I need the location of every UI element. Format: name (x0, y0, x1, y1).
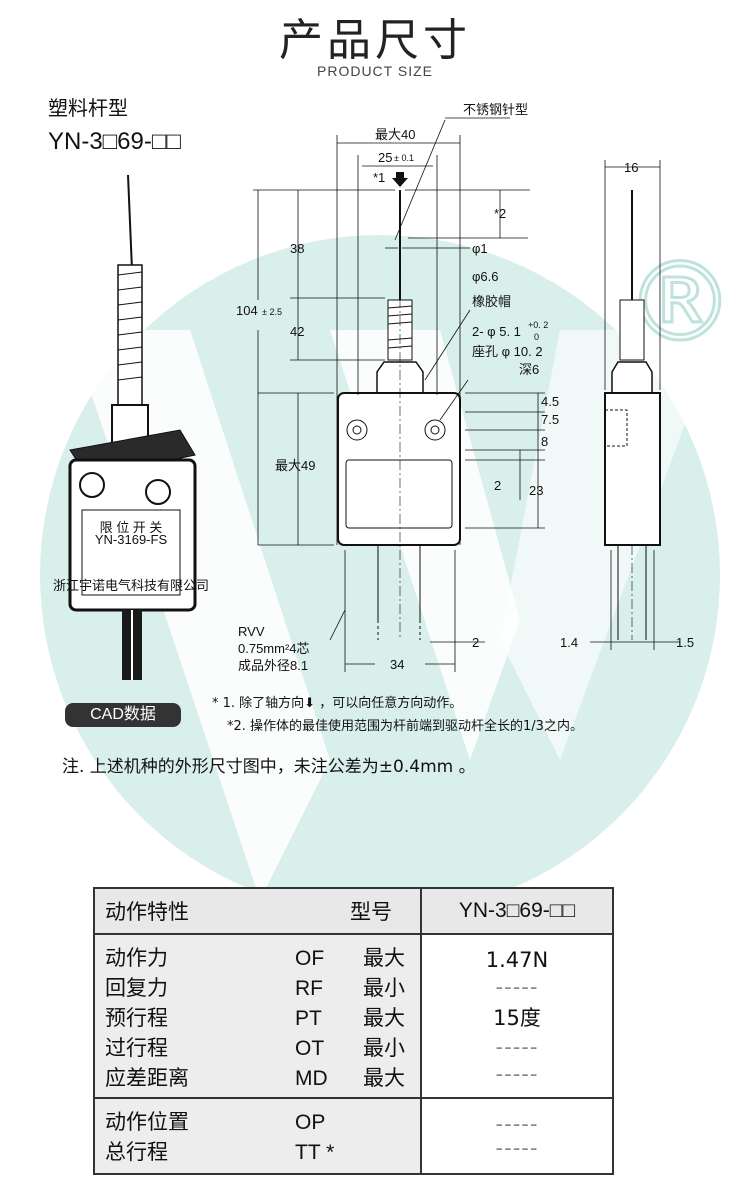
header-model: YN-3□69-□□ (421, 888, 613, 935)
dim-holes-tol-up: +0. 2 (528, 320, 548, 330)
arrow-down-icon (392, 172, 408, 187)
row-name: 动作位置 (105, 1110, 189, 1134)
row-code: OP (295, 1111, 326, 1134)
row-limit: 最大 (363, 1006, 405, 1030)
dim-phi1: φ1 (472, 241, 488, 256)
dim-phi66: φ6.6 (472, 269, 499, 284)
row-code: RF (295, 977, 323, 1000)
dimension-drawing: 限 位 开 关 YN-3169-FS 浙江宇诺电气科技有限公司 (53, 102, 694, 680)
dim-16: 16 (624, 160, 638, 175)
dimension-lines (253, 117, 680, 672)
note-star2: *2 (494, 206, 506, 221)
dim-depth: 深6 (519, 362, 539, 377)
row-code: MD (295, 1067, 328, 1090)
dim-23: 23 (529, 483, 543, 498)
front-view (337, 190, 461, 640)
cable-type: RVV (238, 624, 265, 639)
characteristics-table: 动作特性 型号 YN-3□69-□□ 动作力 OF 最大 1.47N 回复力 RF 最小 --… (93, 887, 614, 1175)
row-value: ----- (421, 972, 613, 1002)
label-rubber-cap: 橡胶帽 (472, 294, 511, 309)
tolerance-note: 注. 上述机种的外形尺寸图中，未注公差为±0.4mm 。 (62, 757, 476, 777)
dim-holes: 2- φ 5. 1 (472, 324, 521, 339)
row-value: 15度 (421, 1002, 613, 1032)
row-value: ----- (421, 1032, 613, 1062)
product-illustration: 限 位 开 关 YN-3169-FS 浙江宇诺电气科技有限公司 (53, 174, 209, 680)
dim-42: 42 (290, 324, 304, 339)
dim-pin-type: 不锈钢针型 (463, 102, 528, 117)
dim-34: 34 (390, 657, 404, 672)
dim-1-5: 1.5 (676, 635, 694, 650)
row-value: ----- (421, 1062, 613, 1098)
row-name: 动作力 (105, 946, 168, 970)
row-code: TT * (295, 1141, 335, 1164)
dim-max40: 最大40 (375, 127, 415, 142)
row-name: 总行程 (105, 1140, 168, 1164)
row-name: 应差距离 (105, 1066, 189, 1090)
label-switch-name: 限 位 开 关 (100, 520, 163, 535)
dim-104-tol: ± 2.5 (262, 307, 282, 317)
cable-spec: 0.75mm²4芯 (238, 641, 310, 656)
dim-seat-hole: 座孔 φ 10. 2 (472, 344, 543, 359)
page-subtitle: PRODUCT SIZE (317, 63, 433, 79)
dim-25-tol: ± 0.1 (394, 153, 414, 163)
row-code: OF (295, 947, 325, 970)
row-code: PT (295, 1007, 322, 1030)
row-name: 回复力 (105, 976, 168, 1000)
side-view (604, 190, 661, 640)
dim-104: 104 (236, 303, 258, 318)
cad-data-button[interactable]: CAD数据 (65, 703, 181, 727)
product-type: 塑料杆型 (48, 96, 128, 120)
dim-2b: 2 (472, 635, 479, 650)
product-model: YN-3□69-□□ (48, 128, 181, 155)
note-1: * 1. 除了轴方向⬇ ，可以向任意方向动作。 (212, 696, 463, 711)
dim-1-4: 1.4 (560, 635, 578, 650)
dim-38: 38 (290, 241, 304, 256)
header-characteristics: 动作特性 (105, 900, 189, 924)
label-company: 浙江宇诺电气科技有限公司 (53, 578, 209, 593)
dim-7-5: 7.5 (541, 412, 559, 427)
page-title: 产品尺寸 (279, 15, 471, 66)
dim-2a: 2 (494, 478, 501, 493)
row-limit: 最小 (363, 976, 405, 1000)
header-type: 型号 (350, 900, 392, 924)
row-value: ----- (421, 1136, 613, 1174)
note-2: *2. 操作体的最佳使用范围为杆前端到驱动杆全长的1/3之内。 (227, 719, 583, 734)
note-star1: *1 (373, 170, 385, 185)
row-code: OT (295, 1037, 325, 1060)
row-name: 过行程 (105, 1036, 168, 1060)
row-limit: 最大 (363, 946, 405, 970)
row-value: ----- (421, 1097, 613, 1136)
label-switch-model: YN-3169-FS (95, 532, 168, 547)
dim-holes-tol-lo: 0 (534, 332, 539, 342)
row-name: 预行程 (105, 1006, 168, 1030)
dim-4-5: 4.5 (541, 394, 559, 409)
row-value: 1.47N (421, 934, 613, 972)
row-limit: 最小 (363, 1036, 405, 1060)
dim-8: 8 (541, 434, 548, 449)
dim-max49: 最大49 (275, 458, 315, 473)
row-limit: 最大 (363, 1066, 405, 1090)
cable-diameter: 成品外径8.1 (238, 658, 308, 673)
dim-25: 25 (378, 150, 392, 165)
